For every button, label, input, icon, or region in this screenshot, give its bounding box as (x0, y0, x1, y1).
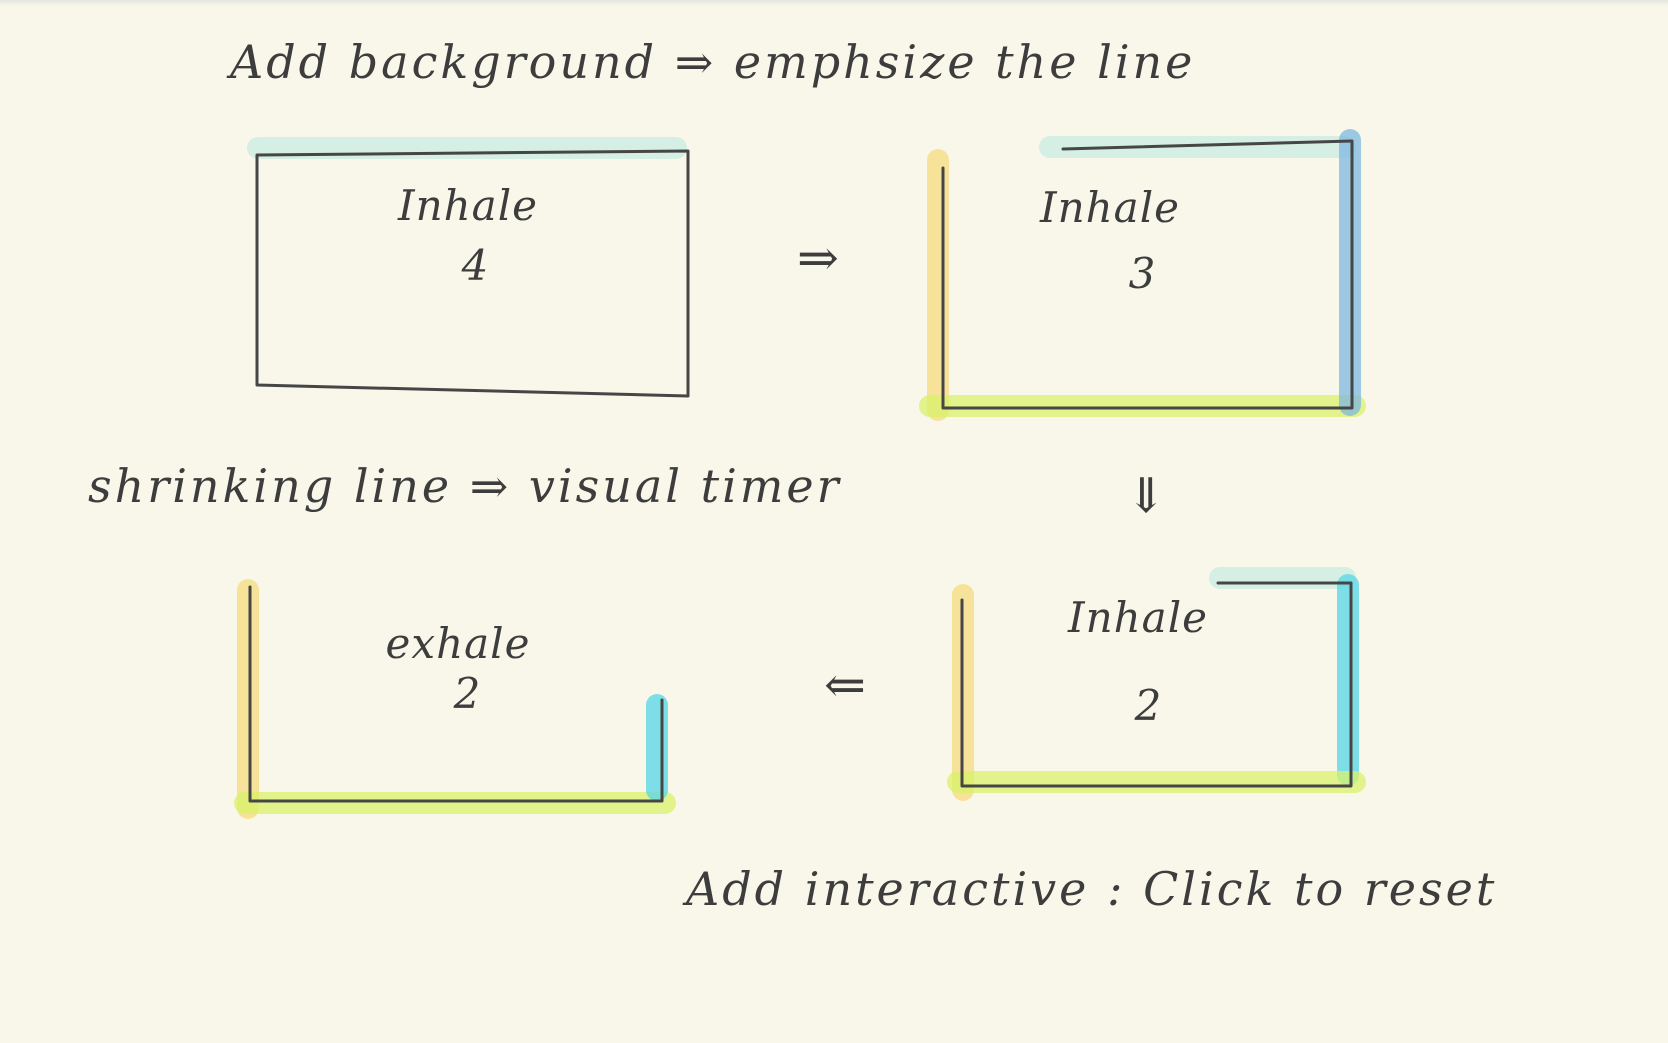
timer-outline (960, 581, 1353, 788)
note-add-interactive: Add interactive : Click to reset (682, 862, 1497, 916)
timer-outline (941, 139, 1354, 410)
frame-inhale-3: Inhale 3 (919, 129, 1366, 421)
frame-count: 2 (1134, 681, 1162, 730)
frame-label: Inhale (397, 181, 538, 230)
note-shrinking-line: shrinking line ⇒ visual timer (88, 459, 842, 513)
frame-label: Inhale (1039, 183, 1180, 232)
timer-outline (248, 585, 664, 803)
frame-count: 2 (453, 669, 481, 718)
note-add-background: Add background ⇒ emphsize the line (226, 35, 1195, 89)
arrow-left-icon: ⇐ (824, 656, 866, 714)
window-top-edge (0, 0, 1668, 6)
frame-inhale-2: Inhale 2 (947, 567, 1366, 801)
arrow-right-icon: ⇒ (797, 229, 839, 287)
frame-exhale-2: exhale 2 (234, 579, 676, 819)
timer-outline (255, 149, 690, 398)
frame-count: 3 (1129, 249, 1156, 298)
frame-label: exhale (386, 619, 531, 668)
frame-count: 4 (461, 241, 489, 290)
frame-inhale-4: Inhale 4 (247, 137, 690, 398)
arrow-down-icon: ⇓ (1126, 468, 1166, 524)
frame-label: Inhale (1067, 593, 1208, 642)
